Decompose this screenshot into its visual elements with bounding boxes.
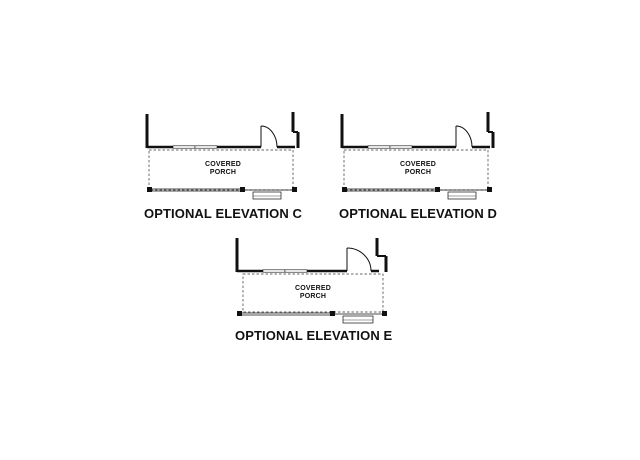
elevation-title: OPTIONAL ELEVATION E — [235, 328, 393, 343]
porch-dashed-outline — [148, 149, 294, 191]
floor-plan-elevation-e: COVERED PORCH OPTIONAL ELEVATION E — [233, 232, 393, 352]
room-label-covered: COVERED — [204, 161, 242, 168]
door-swing — [346, 247, 372, 272]
front-step — [252, 191, 282, 200]
porch-posts — [237, 311, 387, 316]
porch-posts — [147, 187, 297, 192]
right-exterior-wall — [486, 112, 495, 148]
porch-floor-plan-drawing — [235, 238, 388, 324]
floor-plan-elevation-c: COVERED PORCH OPTIONAL ELEVATION C — [143, 108, 303, 228]
porch-dashed-outline — [343, 149, 489, 191]
rear-wall-with-windows — [342, 145, 490, 149]
rear-wall-with-windows — [147, 145, 295, 149]
front-beam — [347, 188, 487, 192]
elevation-title: OPTIONAL ELEVATION C — [144, 206, 303, 221]
porch-floor-plan-drawing — [340, 112, 495, 200]
front-step — [447, 191, 477, 200]
front-step — [342, 315, 374, 324]
room-label-porch: PORCH — [299, 293, 327, 300]
front-beam — [242, 312, 382, 316]
porch-posts — [342, 187, 492, 192]
front-beam — [152, 188, 292, 192]
room-label-porch: PORCH — [404, 169, 432, 176]
rear-wall-with-windows — [237, 269, 379, 273]
floor-plan-elevation-d: COVERED PORCH OPTIONAL ELEVATION D — [338, 108, 498, 228]
door-swing — [260, 125, 278, 148]
right-exterior-wall — [291, 112, 300, 148]
door-swing — [455, 125, 473, 148]
room-label-porch: PORCH — [209, 169, 237, 176]
elevation-title: OPTIONAL ELEVATION D — [339, 206, 498, 221]
room-label-covered: COVERED — [399, 161, 437, 168]
room-label-covered: COVERED — [294, 285, 332, 292]
porch-dashed-outline — [242, 273, 384, 313]
porch-floor-plan-drawing — [145, 112, 300, 200]
right-exterior-wall — [375, 238, 388, 272]
